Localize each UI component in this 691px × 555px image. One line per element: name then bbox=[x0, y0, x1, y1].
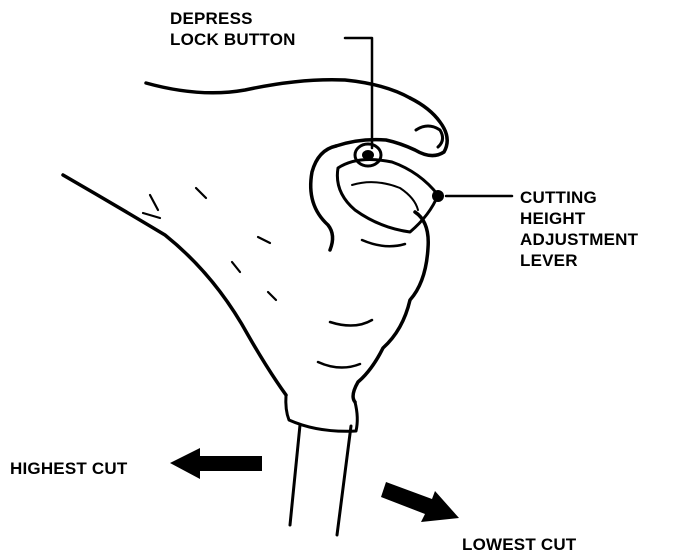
hand-back-contour bbox=[311, 146, 336, 250]
cutting-height-lever-label-line-4: LEVER bbox=[520, 250, 638, 271]
cutting-height-lever-label-line-2: HEIGHT bbox=[520, 208, 638, 229]
thumbnail bbox=[416, 126, 443, 147]
finger-fold-1 bbox=[330, 320, 372, 326]
lowest-cut-arrow bbox=[381, 482, 459, 522]
grip-housing-inner bbox=[352, 182, 418, 210]
lock-button-leader-line bbox=[345, 38, 372, 148]
depress-lock-button-label: DEPRESS LOCK BUTTON bbox=[170, 8, 296, 50]
finger-fold-2 bbox=[318, 362, 360, 368]
hand-sketch-lines bbox=[143, 188, 276, 300]
cutting-height-lever-label-line-3: ADJUSTMENT bbox=[520, 229, 638, 250]
grip-cuff bbox=[286, 395, 357, 431]
height-lever-knob bbox=[432, 190, 444, 202]
forearm-upper-contour bbox=[146, 80, 410, 98]
handle-shaft bbox=[290, 425, 351, 535]
cutting-height-lever-label-line-1: CUTTING bbox=[520, 187, 638, 208]
lowest-cut-label: LOWEST CUT bbox=[462, 534, 576, 555]
grip-housing bbox=[337, 160, 438, 232]
cutting-height-lever-label: CUTTING HEIGHT ADJUSTMENT LEVER bbox=[520, 187, 638, 271]
finger-fold-3 bbox=[362, 240, 405, 246]
highest-cut-label: HIGHEST CUT bbox=[10, 458, 127, 479]
depress-lock-button-label-line-2: LOCK BUTTON bbox=[170, 29, 296, 50]
depress-lock-button-label-line-1: DEPRESS bbox=[170, 8, 296, 29]
lock-button bbox=[355, 144, 381, 166]
forearm-lower-contour bbox=[63, 175, 286, 395]
highest-cut-arrow bbox=[170, 448, 262, 479]
